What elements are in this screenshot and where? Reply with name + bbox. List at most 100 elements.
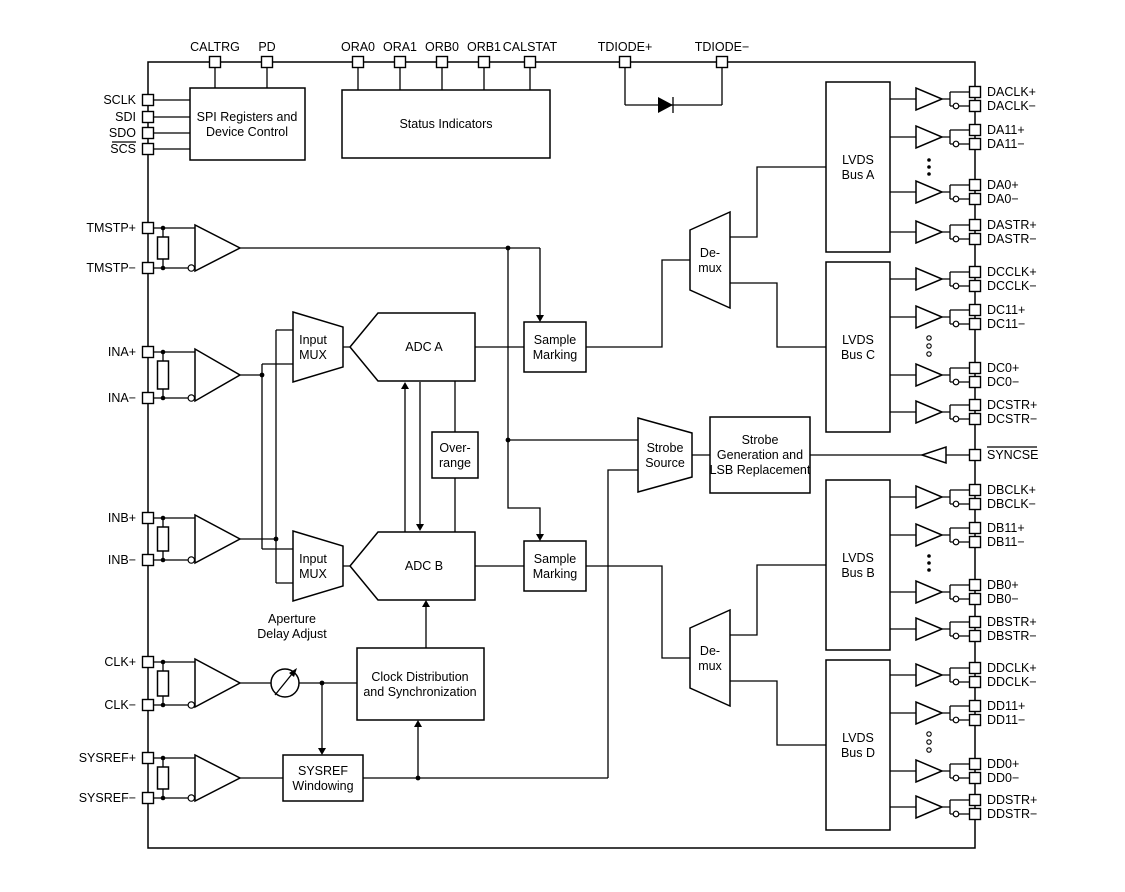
pin-sdi: SDI xyxy=(115,110,155,124)
output-buffer xyxy=(890,579,970,605)
pin-label: TDIODE− xyxy=(695,40,750,54)
left-pins: SCLK SDI SDO SCS TMSTP+ TMSTP− INA+ INA−… xyxy=(79,93,155,805)
input-mux-a: Input MUX xyxy=(292,310,344,384)
thermal-diode xyxy=(658,97,673,113)
block-box xyxy=(825,81,891,253)
pin-caltrg: CALTRG xyxy=(190,40,240,69)
pin-label: ORB1 xyxy=(467,40,501,54)
input-buffer-ina xyxy=(153,347,242,403)
pin-label: DA0− xyxy=(987,192,1019,206)
pin-label: DASTR+ xyxy=(987,218,1037,232)
adc-a-block: ADC A xyxy=(349,312,476,382)
pin-label: DDCLK− xyxy=(987,675,1037,689)
signal-wires xyxy=(153,67,970,779)
pin-label: TMSTP+ xyxy=(86,221,136,235)
buffer-icon xyxy=(194,347,242,403)
pin-tdiode-plus: TDIODE+ xyxy=(598,40,653,69)
pin-scs: SCS xyxy=(110,141,155,156)
block-label: Generation and xyxy=(717,448,803,462)
pin-tdiode-minus: TDIODE− xyxy=(695,40,750,69)
pin-label: DC0− xyxy=(987,375,1019,389)
block-label: Status Indicators xyxy=(399,117,492,131)
pin-label: INA+ xyxy=(108,345,136,359)
pin-ddclk-minus: DDCLK− xyxy=(968,675,1037,689)
block-label: Source xyxy=(645,456,685,470)
block-box xyxy=(709,416,811,494)
pin-dcstr-plus: DCSTR+ xyxy=(968,398,1037,412)
pin-label: DD0− xyxy=(987,771,1019,785)
pin-clk-plus: CLK+ xyxy=(104,655,155,669)
output-buffer xyxy=(890,616,970,642)
termination-resistor xyxy=(156,236,170,260)
pin-label: DACLK− xyxy=(987,99,1036,113)
pin-sdo: SDO xyxy=(109,126,155,140)
pin-label: SCS xyxy=(110,142,136,156)
pin-dcclk-plus: DCCLK+ xyxy=(968,265,1037,279)
block-label: Device Control xyxy=(206,125,288,139)
pin-label: SDI xyxy=(115,110,136,124)
pin-label: DASTR− xyxy=(987,232,1037,246)
pin-label: CLK− xyxy=(104,698,136,712)
block-label: LVDS xyxy=(842,731,874,745)
pin-label: DDSTR+ xyxy=(987,793,1037,807)
input-buffer-clk xyxy=(153,657,242,709)
pin-label: TDIODE+ xyxy=(598,40,653,54)
block-label: LSB Replacement xyxy=(710,463,811,477)
pin-label: INA− xyxy=(108,391,136,405)
block-label: Aperture xyxy=(268,612,316,626)
pin-db0-plus: DB0+ xyxy=(968,578,1019,592)
lvds-bus-d-block: LVDS Bus D xyxy=(825,659,891,831)
input-buffer-sysref xyxy=(153,753,242,803)
block-label: MUX xyxy=(299,567,327,581)
pin-db11-plus: DB11+ xyxy=(968,521,1025,535)
pin-label: CLK+ xyxy=(104,655,136,669)
pin-label: DD11+ xyxy=(987,699,1025,713)
sample-marking-b: Sample Marking xyxy=(523,540,587,592)
pin-dd0-plus: DD0+ xyxy=(968,757,1019,771)
block-label: Bus D xyxy=(841,746,875,760)
aperture-delay-adjust: Aperture Delay Adjust xyxy=(257,612,327,698)
pin-label: CALTRG xyxy=(190,40,240,54)
pin-dd11-minus: DD11− xyxy=(968,713,1025,727)
pin-da11-minus: DA11− xyxy=(968,137,1025,151)
termination-resistor xyxy=(156,526,170,552)
pin-label: DC0+ xyxy=(987,361,1019,375)
pin-dc0-minus: DC0− xyxy=(968,375,1019,389)
pin-label: DA0+ xyxy=(987,178,1019,192)
block-box xyxy=(825,261,891,433)
block-label: Windowing xyxy=(292,779,353,793)
pin-ora1: ORA1 xyxy=(383,40,417,69)
output-buffer xyxy=(890,484,970,510)
pin-tmstp-plus: TMSTP+ xyxy=(86,221,155,235)
pin-label: ORA0 xyxy=(341,40,375,54)
block-box xyxy=(825,659,891,831)
block-label: ADC B xyxy=(405,559,443,573)
sample-marking-a: Sample Marking xyxy=(523,321,587,373)
block-box xyxy=(431,431,479,479)
block-label: Bus A xyxy=(842,168,875,182)
output-buffer xyxy=(890,362,970,388)
pin-label: TMSTP− xyxy=(86,261,136,275)
pin-calstat: CALSTAT xyxy=(503,40,558,69)
pin-dbstr-plus: DBSTR+ xyxy=(968,615,1037,629)
buffer-icon xyxy=(194,513,242,565)
pin-label: DB0+ xyxy=(987,578,1019,592)
pin-inb-plus: INB+ xyxy=(108,511,155,525)
pin-da11-plus: DA11+ xyxy=(968,123,1025,137)
more-lanes-dots xyxy=(926,731,932,753)
output-buffer xyxy=(890,399,970,425)
pin-dcstr-minus: DCSTR− xyxy=(968,412,1037,426)
termination-resistor xyxy=(156,766,170,790)
input-mux-b: Input MUX xyxy=(292,529,344,603)
pin-label: SYNCSE xyxy=(987,448,1038,462)
strobe-generation-block: Strobe Generation and LSB Replacement xyxy=(709,416,811,494)
input-buffer-tmstp xyxy=(153,223,242,273)
pin-label: ORB0 xyxy=(425,40,459,54)
lvds-output-buffers xyxy=(890,86,970,820)
block-box xyxy=(341,89,551,159)
pin-ddstr-plus: DDSTR+ xyxy=(968,793,1037,807)
block-label: LVDS xyxy=(842,551,874,565)
block-box xyxy=(523,540,587,592)
pin-label: DDCLK+ xyxy=(987,661,1037,675)
block-label: Input xyxy=(299,552,327,566)
